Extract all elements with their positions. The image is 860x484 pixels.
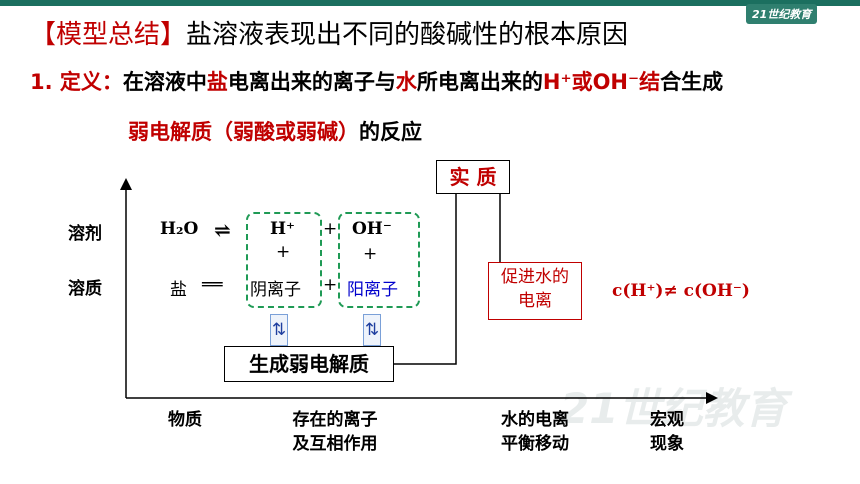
result-inequality: c(H⁺)≠ c(OH⁻) (612, 281, 750, 301)
x-label-substance: 物质 (150, 408, 220, 432)
watermark: 21世纪教育 (560, 384, 787, 433)
title-bracket-open: 【 (30, 20, 57, 50)
plus-sign: + (363, 244, 378, 264)
x-label-line: 宏观 (650, 410, 684, 430)
definition-text: 合生成 (660, 70, 724, 94)
definition-text: 的反应 (359, 120, 422, 144)
definition-line-1: 1. 定义：在溶液中盐电离出来的离子与水所电离出来的H⁺或OH⁻结合生成 (30, 66, 723, 96)
definition-text: 电离出来的离子与 (227, 70, 396, 94)
x-label-line: 水的电离 (501, 410, 569, 430)
page-title: 【模型总结】盐溶液表现出不同的酸碱性的根本原因 (30, 14, 628, 51)
definition-prefix: 1. 定义： (30, 70, 123, 94)
definition-salt: 盐 (206, 70, 228, 94)
x-label-phenomenon: 宏观 现象 (632, 408, 702, 456)
definition-ions: H⁺或OH⁻结 (542, 70, 661, 94)
promote-line-2: 电离 (518, 291, 552, 311)
oh-minus-ion: OH⁻ (352, 219, 392, 239)
title-bracket-close: 】 (160, 20, 187, 50)
x-label-line: 现象 (650, 434, 684, 454)
cation-group-box (338, 212, 420, 308)
ionization-arrow: ══ (202, 275, 223, 295)
equilibrium-icon: ⇅ (270, 314, 288, 346)
definition-weak-electrolyte: 弱电解质（弱酸或弱碱） (128, 120, 359, 144)
promote-line-1: 促进水的 (501, 267, 569, 287)
x-label-line: 平衡移动 (501, 434, 569, 454)
plus-sign: + (323, 219, 338, 239)
x-label-line: 物质 (168, 410, 202, 430)
salt-label: 盐 (170, 280, 187, 300)
x-label-line: 存在的离子 (292, 410, 378, 430)
h2o-label: H₂O (160, 219, 199, 239)
definition-line-2: 弱电解质（弱酸或弱碱）的反应 (128, 116, 422, 146)
row-label-solvent: 溶剂 (68, 224, 102, 244)
x-label-equilibrium: 水的电离 平衡移动 (480, 408, 590, 456)
row-label-solute: 溶质 (68, 279, 102, 299)
plus-sign: + (323, 275, 338, 295)
definition-text: 在溶液中 (122, 70, 207, 94)
title-label: 模型总结 (56, 20, 161, 50)
cation-label: 阳离子 (347, 280, 398, 300)
logo: 21世纪教育 (746, 4, 818, 24)
definition-water: 水 (395, 70, 417, 94)
title-text: 盐溶液表现出不同的酸碱性的根本原因 (186, 20, 629, 50)
top-bar (0, 0, 860, 6)
x-label-line: 及互相作用 (292, 434, 378, 454)
weak-electrolyte-box: 生成弱电解质 (224, 346, 394, 382)
equilibrium-arrow: ⇌ (214, 218, 231, 242)
h-plus-ion: H⁺ (270, 219, 296, 239)
promote-ionization-box: 促进水的 电离 (488, 262, 582, 320)
anion-label: 阴离子 (250, 280, 301, 300)
x-label-ions: 存在的离子 及互相作用 (270, 408, 400, 456)
equilibrium-icon: ⇅ (363, 314, 381, 346)
plus-sign: + (276, 242, 291, 262)
anion-group-box (246, 212, 322, 308)
essence-box: 实 质 (436, 160, 510, 194)
definition-text: 所电离出来的 (416, 70, 543, 94)
